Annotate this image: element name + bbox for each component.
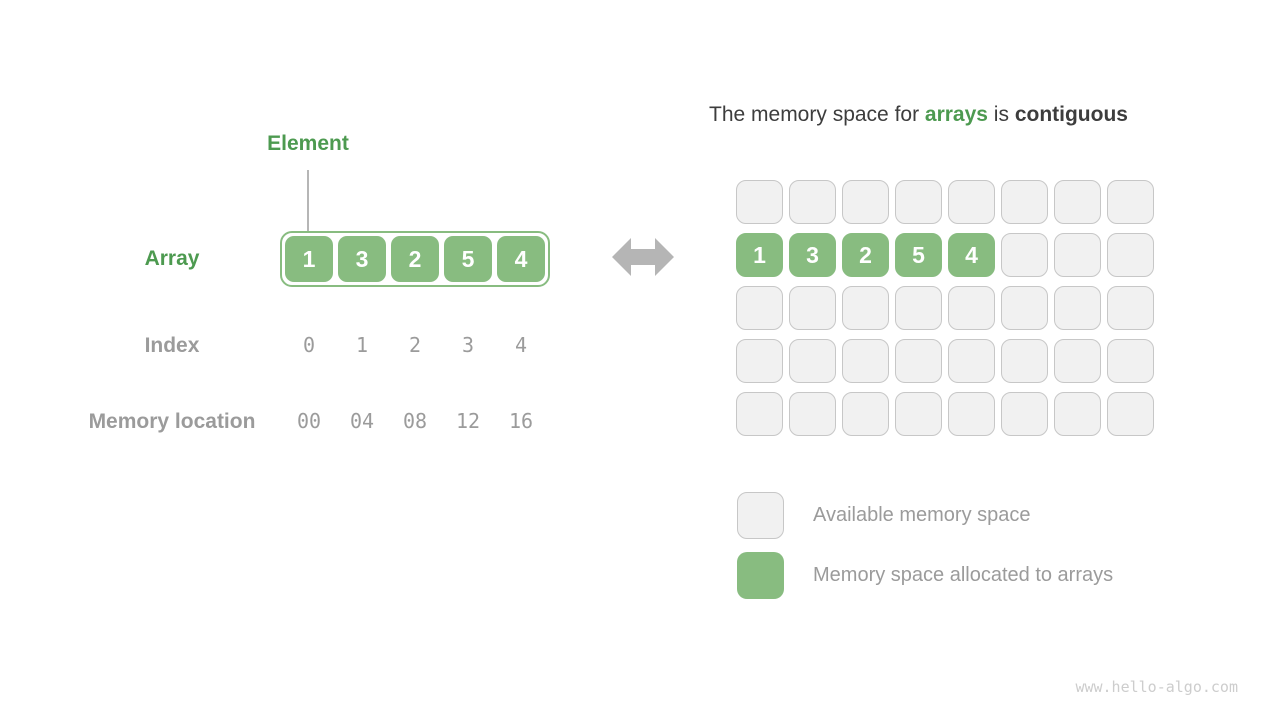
memory-cell-available xyxy=(895,392,942,436)
memory-cell-available xyxy=(1054,392,1101,436)
legend-label-allocated: Memory space allocated to arrays xyxy=(813,564,1114,586)
memory-cell-available xyxy=(842,180,889,224)
memory-cell-available xyxy=(895,180,942,224)
title-highlight-arrays: arrays xyxy=(924,103,988,126)
index-value: 3 xyxy=(461,333,475,357)
memory-cell-available xyxy=(948,180,995,224)
diagram-title: The memory space for arrays is contiguou… xyxy=(709,102,1128,128)
memory-cell-available xyxy=(1054,180,1101,224)
watermark: www.hello-algo.com xyxy=(1075,678,1238,696)
memory-cell-available xyxy=(1107,233,1154,277)
memory-cell-allocated: 1 xyxy=(736,233,783,277)
memory-cell-available xyxy=(1107,392,1154,436)
memory-cell-available xyxy=(1001,286,1048,330)
memory-cell-available xyxy=(1107,339,1154,383)
array-cell: 4 xyxy=(497,236,545,282)
memory-location-value: 04 xyxy=(349,409,375,433)
memory-cell-available xyxy=(842,339,889,383)
element-label: Element xyxy=(267,132,349,155)
memory-cell-available xyxy=(789,392,836,436)
memory-cell-available xyxy=(1001,180,1048,224)
memory-cell-available xyxy=(736,180,783,224)
memory-cell-available xyxy=(736,286,783,330)
available-memory-swatch xyxy=(737,492,784,539)
bidirectional-arrow-icon xyxy=(612,236,674,283)
memory-cell-available xyxy=(736,392,783,436)
legend-label-available: Available memory space xyxy=(813,504,1031,526)
memory-cell-available xyxy=(1107,286,1154,330)
memory-location-value: 12 xyxy=(455,409,481,433)
memory-cell-allocated: 5 xyxy=(895,233,942,277)
title-text-middle: is xyxy=(987,103,1015,126)
memory-cell-available xyxy=(736,339,783,383)
memory-cell-available xyxy=(1107,180,1154,224)
memory-cell-available xyxy=(948,392,995,436)
memory-cell-available xyxy=(1054,233,1101,277)
memory-cell-available xyxy=(1054,339,1101,383)
index-value: 2 xyxy=(408,333,422,357)
memory-cell-available xyxy=(789,339,836,383)
array-label: Array xyxy=(144,247,200,270)
memory-cell-available xyxy=(1001,339,1048,383)
title-text-prefix: The memory space for xyxy=(709,103,925,126)
memory-cell-allocated: 3 xyxy=(789,233,836,277)
memory-cell-allocated: 2 xyxy=(842,233,889,277)
memory-location-value: 08 xyxy=(402,409,428,433)
memory-cell-available xyxy=(789,286,836,330)
memory-cell-available xyxy=(895,339,942,383)
memory-cell-available xyxy=(948,339,995,383)
memory-cell-available xyxy=(1001,233,1048,277)
memory-cell-available xyxy=(948,286,995,330)
memory-cell-available xyxy=(789,180,836,224)
memory-cell-available xyxy=(1054,286,1101,330)
legend-item-allocated: Memory space allocated to arrays xyxy=(737,552,1113,599)
memory-cell-available xyxy=(895,286,942,330)
index-value: 0 xyxy=(302,333,316,357)
index-label: Index xyxy=(144,334,200,357)
memory-location-value: 00 xyxy=(296,409,322,433)
legend-item-available: Available memory space xyxy=(737,492,1113,539)
array-cell: 3 xyxy=(338,236,386,282)
allocated-memory-swatch xyxy=(737,552,784,599)
array-cell: 5 xyxy=(444,236,492,282)
memory-cell-available xyxy=(1001,392,1048,436)
index-value: 4 xyxy=(514,333,528,357)
memory-location-value: 16 xyxy=(508,409,534,433)
array-cell: 2 xyxy=(391,236,439,282)
index-row: 0 1 2 3 4 xyxy=(285,333,545,357)
memory-cell-allocated: 4 xyxy=(948,233,995,277)
title-bold-contiguous: contiguous xyxy=(1014,103,1128,126)
element-pointer-line xyxy=(307,170,309,231)
legend: Available memory space Memory space allo… xyxy=(737,492,1113,599)
memory-cell-available xyxy=(842,286,889,330)
bidirectional-arrow-svg xyxy=(612,238,674,276)
memory-location-row: 00 04 08 12 16 xyxy=(285,409,545,433)
array-cell: 1 xyxy=(285,236,333,282)
memory-location-label: Memory location xyxy=(88,410,256,433)
index-value: 1 xyxy=(355,333,369,357)
memory-cell-available xyxy=(842,392,889,436)
